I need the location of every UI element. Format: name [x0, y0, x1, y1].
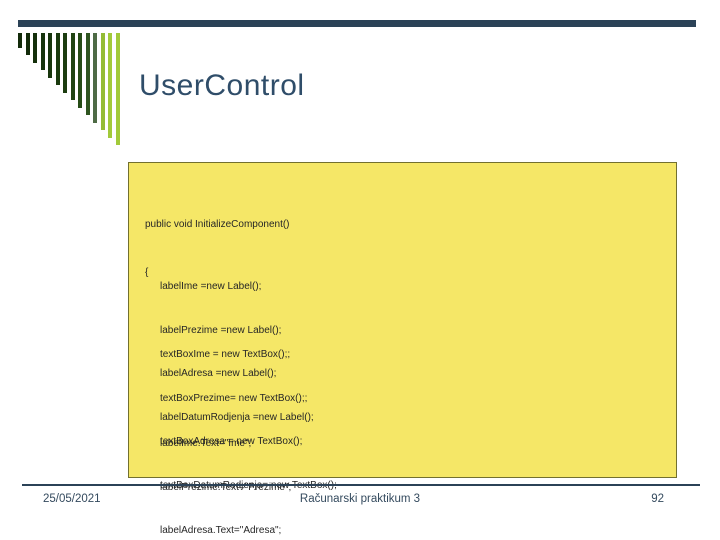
- logo-bar: [108, 33, 112, 138]
- logo-bar: [115, 33, 120, 145]
- logo-bar: [85, 33, 90, 115]
- logo-bar: [78, 33, 82, 108]
- code-line: labelAdresa =new Label();: [160, 368, 277, 379]
- code-line: labelAdresa.Text="Adresa";: [160, 525, 282, 536]
- logo-bars-icon: [18, 33, 123, 145]
- code-block-text-assignments: labelIme.Text="Ime"; labelPrezime.Text="…: [160, 408, 358, 540]
- logo-bar: [55, 33, 60, 85]
- code-line: textBoxAdresa = new TextBox();: [160, 436, 303, 447]
- code-line: textBoxIme = new TextBox();;: [160, 349, 291, 360]
- logo-bar: [33, 33, 37, 63]
- logo-bar: [63, 33, 67, 93]
- code-line: textBoxPrezime= new TextBox();;: [160, 392, 308, 404]
- code-line: labelIme.Text="Ime";: [160, 438, 252, 449]
- logo-bar: [18, 33, 22, 48]
- code-line: labelPrezime =new Label();: [160, 324, 282, 336]
- footer-page-number: 92: [651, 493, 664, 505]
- logo-bar: [70, 33, 75, 100]
- code-block-header: public void InitializeComponent() {: [145, 185, 290, 313]
- logo-bar: [100, 33, 105, 130]
- code-line: {: [145, 267, 149, 278]
- footer-date: 25/05/2021: [43, 493, 101, 505]
- logo-bar: [48, 33, 52, 78]
- code-line: labelDatumRodjenja =new Label();: [160, 411, 314, 423]
- top-accent-bar: [18, 20, 696, 27]
- logo-bar: [25, 33, 30, 55]
- code-line: labelIme =new Label();: [160, 281, 262, 292]
- code-line: labelPrezime.Text="Prezime";: [160, 481, 292, 493]
- code-box: public void InitializeComponent() { labe…: [128, 162, 677, 536]
- code-block-label-inits: labelIme =new Label(); labelPrezime =new…: [160, 251, 314, 454]
- slide-title: UserControl: [139, 69, 305, 102]
- logo-bar: [93, 33, 97, 123]
- footer-divider: [22, 484, 700, 486]
- footer-course-title: Računarski praktikum 3: [299, 493, 421, 505]
- logo-bar: [40, 33, 45, 70]
- code-line: public void InitializeComponent(): [145, 219, 290, 230]
